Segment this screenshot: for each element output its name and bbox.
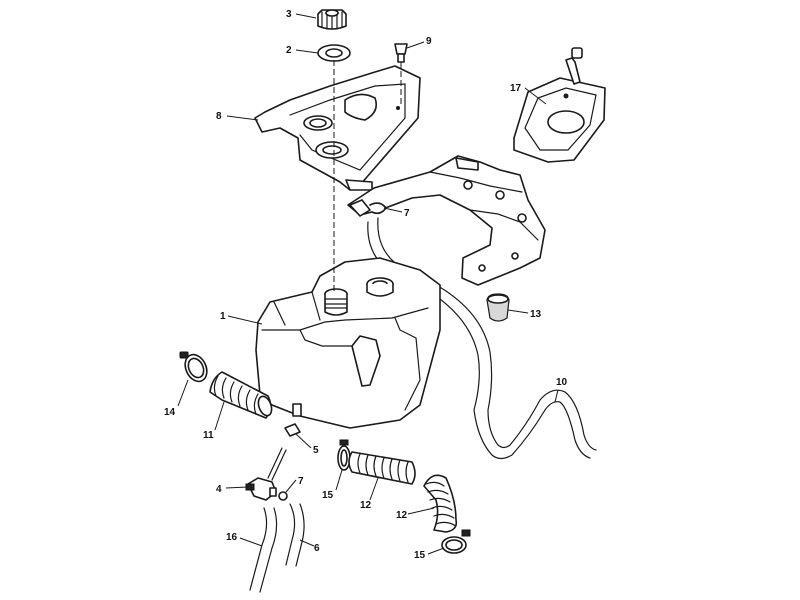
corrugated-hose-lower — [423, 474, 458, 533]
callout-12-lower: 12 — [396, 510, 408, 521]
callout-15-upper: 15 — [322, 490, 334, 501]
callout-7-upper: 7 — [404, 208, 410, 219]
grommet-pin — [394, 43, 408, 63]
hose-clip-upper — [349, 199, 387, 217]
tank-cover-bracket — [254, 65, 421, 191]
corrugated-boot — [209, 371, 273, 419]
corrugated-hose-upper — [348, 451, 416, 485]
leader-lines — [177, 13, 559, 555]
fuel-hose-6 — [285, 503, 305, 567]
hose-clamp-lower — [441, 529, 471, 554]
callout-13: 13 — [530, 309, 542, 320]
callout-6: 6 — [314, 543, 320, 554]
callout-11: 11 — [203, 430, 214, 441]
fuel-petcock — [245, 447, 287, 501]
hose-clip-lower — [278, 491, 288, 501]
callout-14: 14 — [164, 407, 176, 418]
callout-12-upper: 12 — [360, 500, 372, 511]
callout-15-lower: 15 — [414, 550, 426, 561]
callout-16: 16 — [226, 532, 238, 543]
callout-1: 1 — [220, 311, 226, 322]
hose-clamp-center — [337, 439, 351, 471]
callout-10: 10 — [556, 377, 568, 388]
fuel-tank — [255, 257, 441, 429]
fitting — [284, 423, 301, 437]
callout-labels: 3 2 9 8 17 7 1 13 10 14 11 5 4 7 15 12 1… — [164, 9, 568, 561]
callout-5: 5 — [313, 445, 319, 456]
callout-3: 3 — [286, 9, 292, 20]
vent-hose — [367, 217, 597, 460]
gasket-ring — [317, 44, 351, 62]
callout-4: 4 — [216, 484, 222, 495]
fuel-cap — [317, 9, 347, 30]
callout-9: 9 — [426, 36, 432, 47]
callout-17: 17 — [510, 83, 522, 94]
hose-clamp-left — [179, 351, 208, 383]
frame-bracket — [347, 155, 546, 286]
callout-8: 8 — [216, 111, 222, 122]
callout-7-lower: 7 — [298, 476, 304, 487]
callout-2: 2 — [286, 45, 292, 56]
mounting-plate — [513, 47, 606, 163]
rubber-bushing — [486, 293, 510, 322]
fuel-hose-16 — [249, 507, 278, 593]
